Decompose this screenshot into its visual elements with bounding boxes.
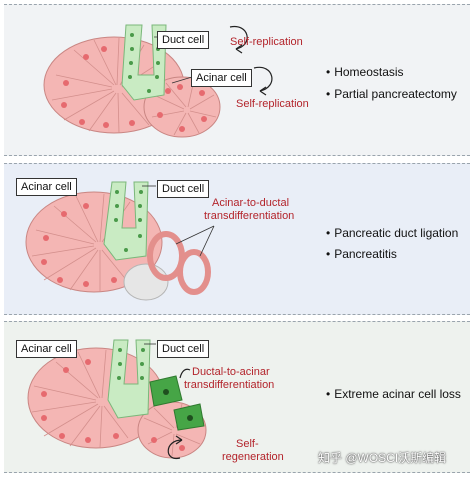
acinus-illustration-1 — [43, 24, 273, 138]
process-label-line2: transdifferentiation — [204, 210, 295, 222]
transdifferentiation-arrow — [179, 368, 191, 379]
acinus-illustration-3 — [27, 339, 207, 459]
process-pointer — [199, 225, 215, 257]
process-label-line1: Acinar-to-ductal — [212, 197, 290, 209]
dying-acinar-cells — [123, 263, 169, 301]
condition-item: •Partial pancreatectomy — [326, 87, 457, 101]
process-pointer — [175, 225, 215, 245]
condition-item: •Extreme acinar cell loss — [326, 387, 461, 401]
watermark: 知乎 @WOSCI沃斯编辑 — [318, 451, 447, 465]
arrowhead — [235, 44, 243, 54]
acinar-lobe — [25, 191, 163, 293]
duct-cell-label: Duct cell — [157, 31, 210, 49]
arrowhead — [175, 435, 183, 445]
duct-tube — [121, 24, 167, 101]
regen-label-line2: regeneration — [222, 451, 284, 463]
condition-item: •Pancreatic duct ligation — [326, 226, 459, 240]
panel-homeostasis: Duct cell Self-replication Acinar cell S… — [4, 4, 470, 156]
acinar-cell-label: Acinar cell — [191, 69, 252, 87]
acinar-cell-borders — [51, 37, 217, 136]
duct-nuclei — [187, 415, 193, 421]
duct-process-label: Self-replication — [230, 36, 303, 48]
self-replication-arrow — [229, 26, 248, 50]
duct-nuclei — [163, 389, 169, 395]
duct-cell-label: Duct cell — [157, 180, 210, 198]
duct-tube — [107, 339, 151, 419]
regen-label-line1: Self- — [236, 438, 259, 450]
self-replication-arrow — [253, 66, 273, 92]
duct-cell-label: Duct cell — [157, 340, 210, 358]
panel-injury: Acinar cell Duct cell Acinar-to-ductal t… — [4, 163, 470, 315]
panel-extreme-loss: Acinar cell Duct cell Ductal-to-acinar t… — [4, 321, 470, 473]
duct-nuclei — [117, 348, 145, 380]
acinar-nuclei — [41, 359, 185, 451]
acinar-process-label: Self-replication — [236, 98, 309, 110]
condition-item: •Pancreatitis — [326, 247, 397, 261]
acinar-cell-label: Acinar cell — [16, 178, 77, 196]
condition-item: •Homeostasis — [326, 65, 404, 79]
acinar-cell-label: Acinar cell — [16, 340, 77, 358]
duct-tube — [103, 181, 149, 261]
acinus-illustration-2 — [25, 181, 215, 301]
process-label-line2: transdifferentiation — [184, 379, 275, 391]
duct-like-structure — [177, 249, 211, 295]
acinar-nuclei — [61, 46, 207, 132]
self-regeneration-arrow — [167, 439, 183, 459]
process-label-line1: Ductal-to-acinar — [192, 366, 270, 378]
acinar-pointer — [171, 76, 193, 84]
duct-nuclei — [114, 190, 143, 252]
arrowhead — [259, 86, 267, 96]
